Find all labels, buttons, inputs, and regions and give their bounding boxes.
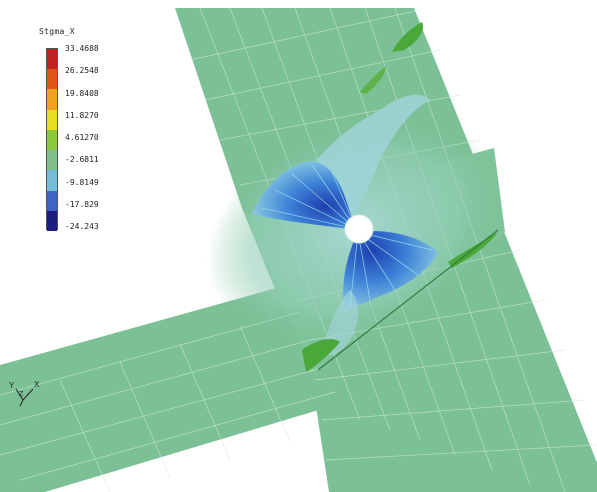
axis-z-label: Z (19, 391, 24, 398)
axis-x-label: X (34, 380, 40, 389)
legend-value-label: -9.8149 (65, 177, 99, 187)
legend-color-swatch (47, 210, 57, 232)
legend-value-label: 4.61270 (65, 133, 99, 142)
legend-color-swatch (47, 89, 57, 111)
tension-spot-upper-edge (360, 66, 386, 94)
legend-color-swatch (47, 190, 57, 212)
legend-color-swatch (47, 49, 57, 70)
lower-stress-tail (322, 290, 359, 356)
tension-spot-bottom (302, 339, 340, 372)
legend-value-label: 19.8408 (65, 88, 99, 98)
legend-color-swatch (47, 170, 57, 192)
bolt-hole (344, 214, 374, 244)
legend-value-label: 26.2548 (65, 66, 99, 76)
legend-color-swatch (47, 109, 57, 131)
upper-compression-lobe (252, 161, 357, 230)
tension-spot-top (392, 22, 424, 52)
legend-title: Stgma_X (39, 27, 75, 36)
legend-color-swatch (47, 69, 57, 90)
axis-y-label: Y (9, 381, 15, 390)
legend-color-swatch (47, 150, 57, 171)
lower-compression-lobe (343, 230, 438, 312)
legend-value-label: 11.8270 (65, 110, 99, 120)
member-edge-line (317, 229, 499, 371)
legend-value-label: -2.6811 (65, 155, 99, 165)
xyz-axes-icon: Y Z X (9, 380, 40, 407)
legend-value-label: 33.4688 (65, 44, 99, 53)
legend-value-label: -17.829 (65, 199, 99, 209)
legend-colorbar (46, 48, 58, 232)
legend-value-label: -24.243 (65, 222, 99, 231)
legend-color-swatch (47, 129, 57, 151)
